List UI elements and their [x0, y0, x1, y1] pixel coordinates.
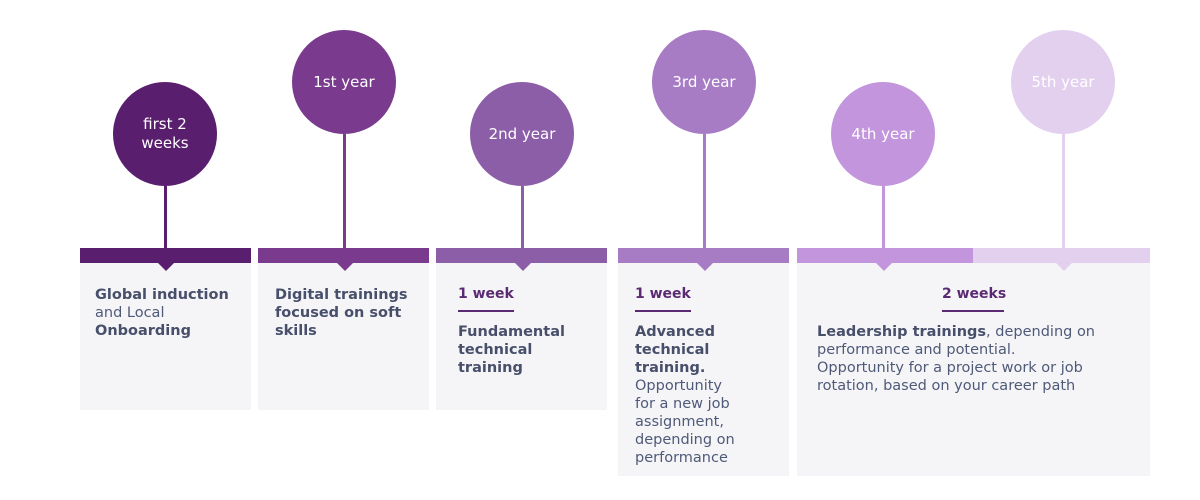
timeline-band [618, 248, 789, 263]
milestone-label: 5th year [1031, 72, 1095, 91]
card-text: Global induction and Local Onboarding [95, 286, 245, 340]
band-pointer [158, 263, 174, 271]
milestone-label: 3rd year [672, 72, 736, 91]
connector-line [1062, 134, 1065, 248]
band-pointer [876, 263, 892, 271]
card-text: Fundamental technical training [458, 323, 600, 377]
card-fundamental [436, 263, 607, 410]
card-bold-text: Onboarding [95, 323, 191, 339]
milestone-2nd-year: 2nd year [470, 82, 574, 186]
duration-underline [635, 310, 691, 312]
card-bold-text: Leadership trainings [817, 324, 987, 340]
duration-label: 2 weeks [942, 286, 1007, 302]
card-normal-text: , depending on performance and potential… [817, 324, 1096, 394]
connector-line [882, 186, 885, 248]
connector-line [703, 134, 706, 248]
card-bold-text: Fundamental technical training [458, 324, 565, 376]
band-pointer [515, 263, 531, 271]
timeline-band [973, 248, 1150, 263]
card-text: Leadership trainings, depending on perfo… [817, 323, 1107, 395]
milestone-label: 4th year [851, 124, 915, 143]
duration-label: 1 week [458, 286, 514, 302]
card-onboarding [80, 263, 251, 410]
timeline-band [80, 248, 251, 263]
milestone-5th-year: 5th year [1011, 30, 1115, 134]
milestone-3rd-year: 3rd year [652, 30, 756, 134]
card-bold-text: Global induction [95, 287, 229, 303]
milestone-first-2-weeks: first 2 weeks [113, 82, 217, 186]
card-advanced [618, 263, 789, 476]
card-text: Digital trainings focused on soft skills [275, 286, 415, 340]
band-pointer [337, 263, 353, 271]
card-soft-skills [258, 263, 429, 410]
card-text: Advanced technical training. Opportunity… [635, 323, 780, 467]
card-bold-text: Advanced technical training. [635, 324, 715, 376]
milestone-4th-year: 4th year [831, 82, 935, 186]
card-leadership [797, 263, 1150, 476]
milestone-label: 1st year [313, 72, 375, 91]
timeline-band [797, 248, 973, 263]
connector-line [521, 186, 524, 248]
duration-label: 1 week [635, 286, 691, 302]
card-bold-text: Digital trainings focused on soft skills [275, 287, 408, 339]
timeline-band [258, 248, 429, 263]
connector-line [343, 134, 346, 248]
duration-underline [458, 310, 514, 312]
duration-underline [942, 310, 1004, 312]
milestone-label: first 2 weeks [141, 115, 189, 152]
band-pointer [697, 263, 713, 271]
band-pointer [1056, 263, 1072, 271]
connector-line [164, 186, 167, 248]
milestone-label: 2nd year [488, 124, 556, 143]
milestone-1st-year: 1st year [292, 30, 396, 134]
card-normal-text: and Local [95, 305, 165, 321]
timeline-band [436, 248, 607, 263]
card-normal-text: Opportunity for a new job assignment, de… [635, 378, 735, 466]
